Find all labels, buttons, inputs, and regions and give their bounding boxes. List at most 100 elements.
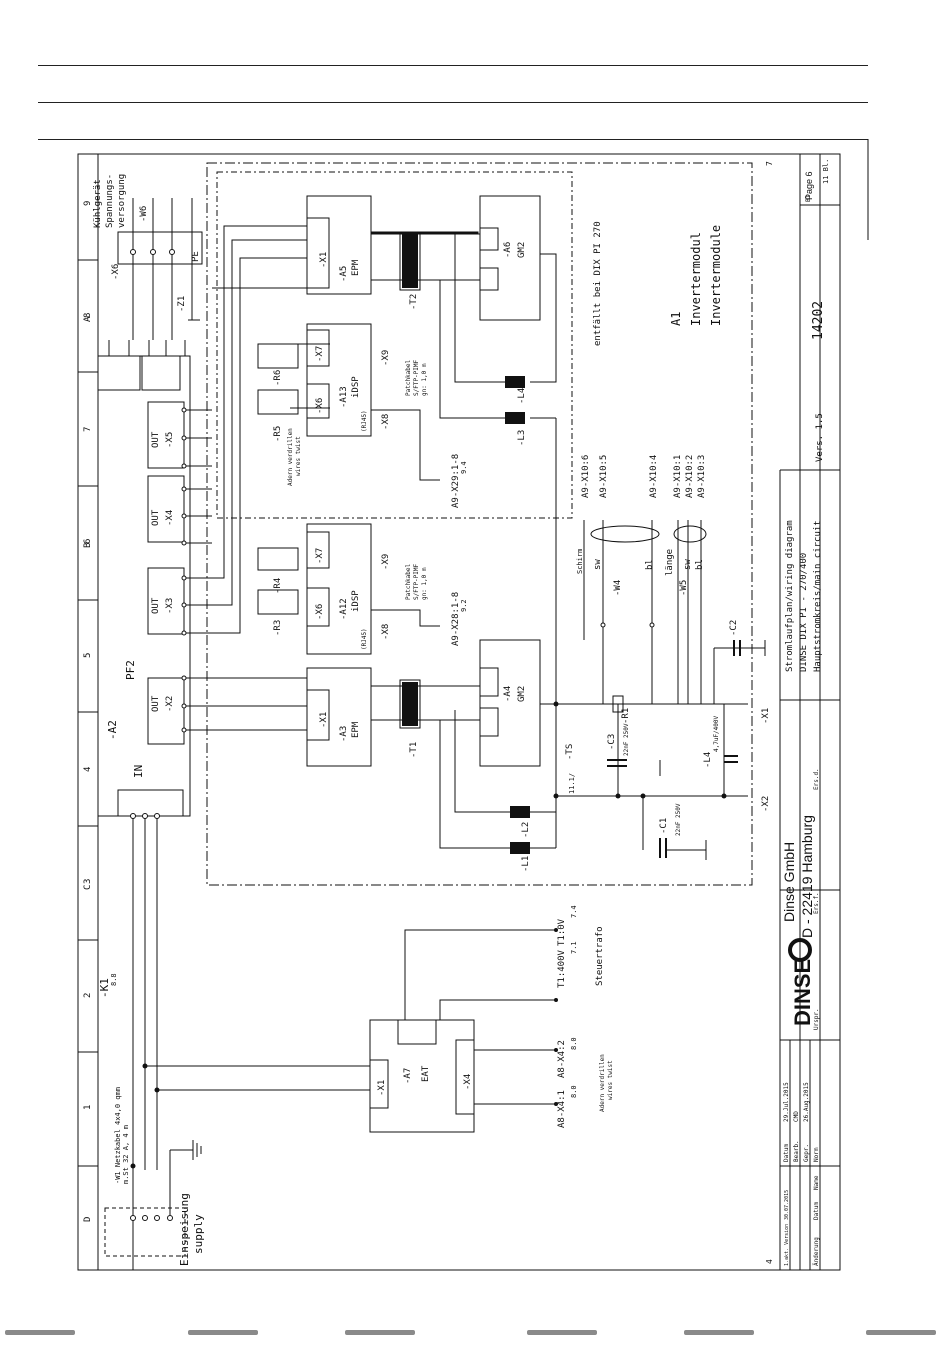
ref-a8-x4-1: A8-X4:1 xyxy=(557,1090,567,1128)
twist-label-2: wires twist xyxy=(295,436,302,476)
netzkabel-spec: m.St 32 A, 4 m xyxy=(122,1125,130,1184)
col-label-2: 2 xyxy=(83,993,93,998)
in-label: IN xyxy=(132,765,145,778)
ref-t1-0-page: 7.4 xyxy=(570,905,578,918)
transformer-t2-core xyxy=(402,234,418,288)
header-rule-1 xyxy=(38,65,868,66)
col-label-7: 7 xyxy=(83,427,93,432)
row-label-d: D xyxy=(83,1217,93,1222)
w4-label: -W4 xyxy=(613,580,623,596)
t2-label: -T2 xyxy=(409,294,419,310)
out-x5-label: OUT xyxy=(151,431,161,448)
a12-x8: -X8 xyxy=(381,624,391,640)
ref-x10-4: A9-X10:4 xyxy=(649,455,659,498)
patch-a13-1: Patchkabel xyxy=(405,359,412,396)
header-rule-2 xyxy=(38,102,868,103)
x1-bus-label: -X1 xyxy=(761,708,771,724)
r1-label: -R1 xyxy=(621,708,631,724)
row-label-a: A xyxy=(83,316,93,322)
a13-label: -A13 xyxy=(339,386,349,408)
a12-idsp-text: iDSP xyxy=(351,590,361,612)
logo-ring xyxy=(788,938,812,962)
a5-x1: -X1 xyxy=(319,252,329,268)
ref-t1-400: T1:400V xyxy=(557,949,567,988)
steuertrafo-label: Steuertrafo xyxy=(595,926,605,986)
ref-t1-0: T1:0V xyxy=(557,918,567,946)
tb-aenderung: Änderung xyxy=(813,1237,820,1266)
netzkabel-label: -W1 Netzkabel 4x4,0 qmm xyxy=(114,1087,122,1184)
cooling-label-1: Kühlgerät xyxy=(93,179,103,228)
tb-title: Stromlaufplan/wiring diagram xyxy=(785,520,795,672)
l1-label: -L1 xyxy=(521,856,531,872)
tb-urspr: Urspr. xyxy=(813,1008,820,1030)
tb-subtitle: Hauptstromkreis/main circuit xyxy=(813,520,823,672)
patch-a13-3: gn: 1,0 m xyxy=(421,363,428,396)
col-label-1: 1 xyxy=(83,1105,93,1110)
company-logo: DINSE xyxy=(790,959,815,1026)
a1-label: A1 xyxy=(669,312,683,326)
ref-x10-2: A9-X10:2 xyxy=(685,455,695,498)
l2-label: -L2 xyxy=(521,822,531,838)
a13-idsp xyxy=(306,323,372,437)
tb-page: Page 6 xyxy=(804,171,814,200)
a12-label: -A12 xyxy=(339,598,349,620)
out-x2-conn: -X2 xyxy=(165,696,175,712)
a3-x1: -X1 xyxy=(319,712,329,728)
ref-x29-page: 9.4 xyxy=(460,461,468,474)
l4b-label: -L4 xyxy=(703,752,713,768)
ts-ref: 11.1/ xyxy=(568,773,576,794)
page-footer-bar-1 xyxy=(5,1330,75,1335)
tb-corner-mark: 4 xyxy=(765,1259,774,1264)
a12-x6: -X6 xyxy=(315,604,325,620)
pf2-label: PF2 xyxy=(124,660,137,680)
r6-label: -R6 xyxy=(273,370,283,386)
header-rule-3 xyxy=(38,139,868,140)
ts-label: -TS xyxy=(565,744,575,760)
rj45-a12: (RJ45) xyxy=(361,628,368,650)
cooling-label-3: versorgung xyxy=(117,174,127,228)
a3-label: -A3 xyxy=(339,726,349,742)
ref-x28-page: 9.2 xyxy=(460,599,468,612)
tb-aend-date: 30.07.2015 xyxy=(784,1190,790,1220)
cooling-pe: PE xyxy=(191,251,201,262)
tb-version: Vers. 1.5 xyxy=(815,413,825,462)
a13-x7: -X7 xyxy=(315,346,325,362)
ref-x28: A9-X28:1-8 xyxy=(451,592,461,646)
a7-eat-text: EAT xyxy=(421,1065,431,1082)
a7-label: -A7 xyxy=(403,1068,413,1084)
page-footer-bar-3 xyxy=(345,1330,415,1335)
k1-label: -K1 xyxy=(98,978,111,998)
w5-lange: länge xyxy=(665,549,675,576)
tb-product: DINSE DIX PI - 270/400 xyxy=(799,553,809,672)
out-x3-label: OUT xyxy=(151,597,161,614)
a1-inverter-box xyxy=(206,162,753,886)
ref-x29: A9-X29:1-8 xyxy=(451,454,461,508)
cooling-cable: -W6 xyxy=(139,206,149,222)
a12-x9: -X9 xyxy=(381,554,391,570)
w5-label: -W5 xyxy=(679,580,689,596)
rj45-a13: (RJ45) xyxy=(361,410,368,432)
supply-label: supply xyxy=(192,1214,205,1254)
a13-x9: -X9 xyxy=(381,350,391,366)
a13-x6: -X6 xyxy=(315,398,325,414)
w4-sw: sw xyxy=(593,559,603,570)
out-x3-conn: -X3 xyxy=(165,598,175,614)
patch-a13-2: S/FTP-PIMF xyxy=(413,359,420,396)
tb-bearb-label: Bearb. xyxy=(793,1140,800,1162)
page-footer-bar-5 xyxy=(684,1330,754,1335)
choke-l2 xyxy=(510,806,530,818)
tb-gepr-value: 26.Aug.2015 xyxy=(803,1082,810,1122)
ref-x10-6: A9-X10:6 xyxy=(581,455,591,498)
x2-bus-label: -X2 xyxy=(761,796,771,812)
r5-label: -R5 xyxy=(273,426,283,442)
c1-rating: 22nF 250V xyxy=(675,803,682,836)
out-x5-conn: -X5 xyxy=(165,432,175,448)
a1-note: entfällt bei DIX PI 270 xyxy=(593,221,603,346)
tb-bearb-value: CMD xyxy=(793,1111,800,1122)
tb-datum-value: 29.Jul.2015 xyxy=(783,1082,790,1122)
row-label-b: B xyxy=(83,543,93,548)
ref-x10-3: A9-X10:3 xyxy=(697,455,707,498)
w4-bl: bl xyxy=(645,559,655,570)
patch-a12-3: gn: 1,0 m xyxy=(421,567,428,600)
tb-norm-label: Norm xyxy=(813,1147,820,1162)
